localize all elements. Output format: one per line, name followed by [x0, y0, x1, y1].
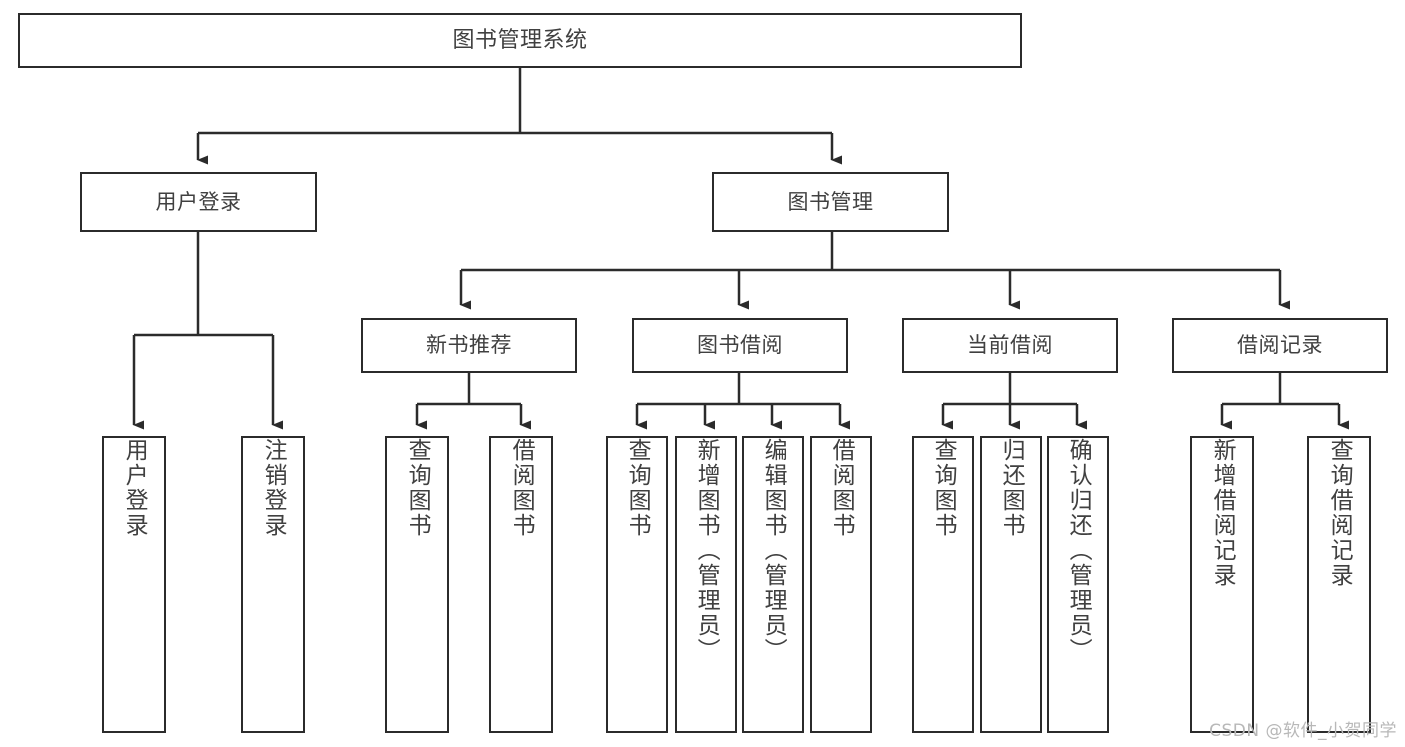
leaf-query-book-1[interactable]: 查询图书	[385, 436, 449, 733]
node-root-label: 图书管理系统	[452, 27, 588, 53]
node-user-login-label: 用户登录	[155, 189, 242, 214]
leaf-query-book-3[interactable]: 查询图书	[912, 436, 974, 733]
node-book-borrow[interactable]: 图书借阅	[632, 318, 848, 373]
leaf-add-book[interactable]: 新增图书（管理员）	[675, 436, 737, 733]
leaf-add-record-label: 新增借阅记录	[1209, 438, 1236, 588]
node-new-book-recommend-label: 新书推荐	[426, 333, 512, 358]
node-book-manage-label: 图书管理	[787, 189, 874, 214]
leaf-query-book-1-label: 查询图书	[404, 438, 431, 538]
node-new-book-recommend[interactable]: 新书推荐	[361, 318, 577, 373]
node-book-borrow-label: 图书借阅	[697, 333, 783, 358]
leaf-borrow-book-1[interactable]: 借阅图书	[489, 436, 553, 733]
leaf-return-book-label: 归还图书	[998, 438, 1025, 538]
node-user-login[interactable]: 用户登录	[80, 172, 317, 232]
leaf-borrow-book-2-label: 借阅图书	[828, 438, 855, 538]
node-current-borrow[interactable]: 当前借阅	[902, 318, 1118, 373]
leaf-user-login[interactable]: 用户登录	[102, 436, 166, 733]
watermark: CSDN @软件_小贺同学	[1209, 721, 1397, 741]
node-borrow-record[interactable]: 借阅记录	[1172, 318, 1388, 373]
node-book-manage[interactable]: 图书管理	[712, 172, 949, 232]
leaf-logout-label: 注销登录	[260, 438, 287, 538]
leaf-add-record[interactable]: 新增借阅记录	[1190, 436, 1254, 733]
leaf-user-login-label: 用户登录	[121, 438, 148, 538]
leaf-logout[interactable]: 注销登录	[241, 436, 305, 733]
node-current-borrow-label: 当前借阅	[967, 333, 1053, 358]
leaf-edit-book[interactable]: 编辑图书（管理员）	[742, 436, 804, 733]
leaf-return-book[interactable]: 归还图书	[980, 436, 1042, 733]
leaf-confirm-return-label: 确认归还（管理员）	[1065, 438, 1092, 663]
leaf-query-book-2[interactable]: 查询图书	[606, 436, 668, 733]
leaf-add-book-label: 新增图书（管理员）	[693, 438, 720, 663]
leaf-borrow-book-2[interactable]: 借阅图书	[810, 436, 872, 733]
leaf-edit-book-label: 编辑图书（管理员）	[760, 438, 787, 663]
leaf-query-book-3-label: 查询图书	[930, 438, 957, 538]
leaf-query-record[interactable]: 查询借阅记录	[1307, 436, 1371, 733]
leaf-query-book-2-label: 查询图书	[624, 438, 651, 538]
leaf-borrow-book-1-label: 借阅图书	[508, 438, 535, 538]
node-borrow-record-label: 借阅记录	[1237, 333, 1323, 358]
node-root[interactable]: 图书管理系统	[18, 13, 1022, 68]
leaf-query-record-label: 查询借阅记录	[1326, 438, 1353, 588]
leaf-confirm-return[interactable]: 确认归还（管理员）	[1047, 436, 1109, 733]
